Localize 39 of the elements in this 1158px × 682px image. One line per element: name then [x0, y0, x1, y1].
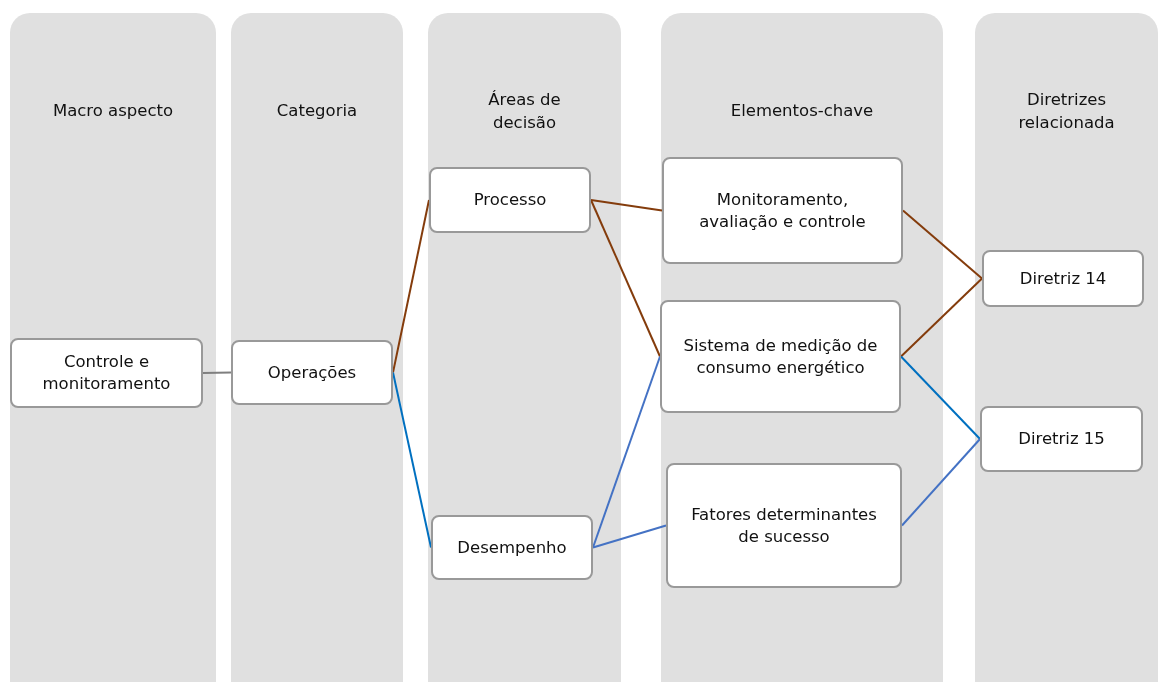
- box-label: Diretriz 15: [1017, 428, 1106, 450]
- process-box: [982, 250, 1144, 307]
- process-box: [660, 300, 901, 413]
- column-band: [661, 13, 943, 682]
- process-box: [662, 157, 903, 264]
- process-box: [666, 463, 902, 588]
- box-label: Sistema de medição de consumo energético: [682, 334, 879, 379]
- column-heading: Categoria: [275, 100, 359, 122]
- box-label: Fatores determinantes de sucesso: [690, 503, 878, 548]
- process-box: [231, 340, 393, 405]
- box-label: Desempenho: [456, 536, 568, 559]
- connector-line: [590, 199, 663, 212]
- column-band: [975, 13, 1158, 682]
- column-heading: Diretrizes relacionada: [1017, 89, 1116, 134]
- process-box: [980, 406, 1143, 472]
- column-heading: Elementos-chave: [729, 100, 875, 122]
- connector-line: [592, 355, 661, 549]
- box-label: Operações: [266, 361, 358, 384]
- connector-line: [202, 371, 232, 374]
- process-box: [10, 338, 203, 408]
- column-heading: Macro aspecto: [51, 100, 175, 122]
- connector-line: [900, 355, 981, 440]
- box-label: Monitoramento, avaliação e controle: [698, 188, 867, 233]
- column-band: [231, 13, 403, 682]
- process-box: [429, 167, 591, 233]
- connector-line: [900, 277, 983, 358]
- process-box: [431, 515, 593, 580]
- connector-line: [392, 199, 430, 374]
- box-label: Controle e monitoramento: [41, 351, 172, 395]
- column-band: [10, 13, 216, 682]
- column-band: [428, 13, 621, 682]
- connector-line: [901, 438, 981, 527]
- connector-line: [392, 371, 432, 549]
- connector-line: [902, 209, 983, 280]
- box-label: Processo: [472, 189, 548, 211]
- connector-line: [592, 524, 667, 549]
- column-heading: Áreas de decisão: [487, 89, 562, 134]
- box-label: Diretriz 14: [1018, 267, 1108, 290]
- connector-line: [590, 199, 661, 358]
